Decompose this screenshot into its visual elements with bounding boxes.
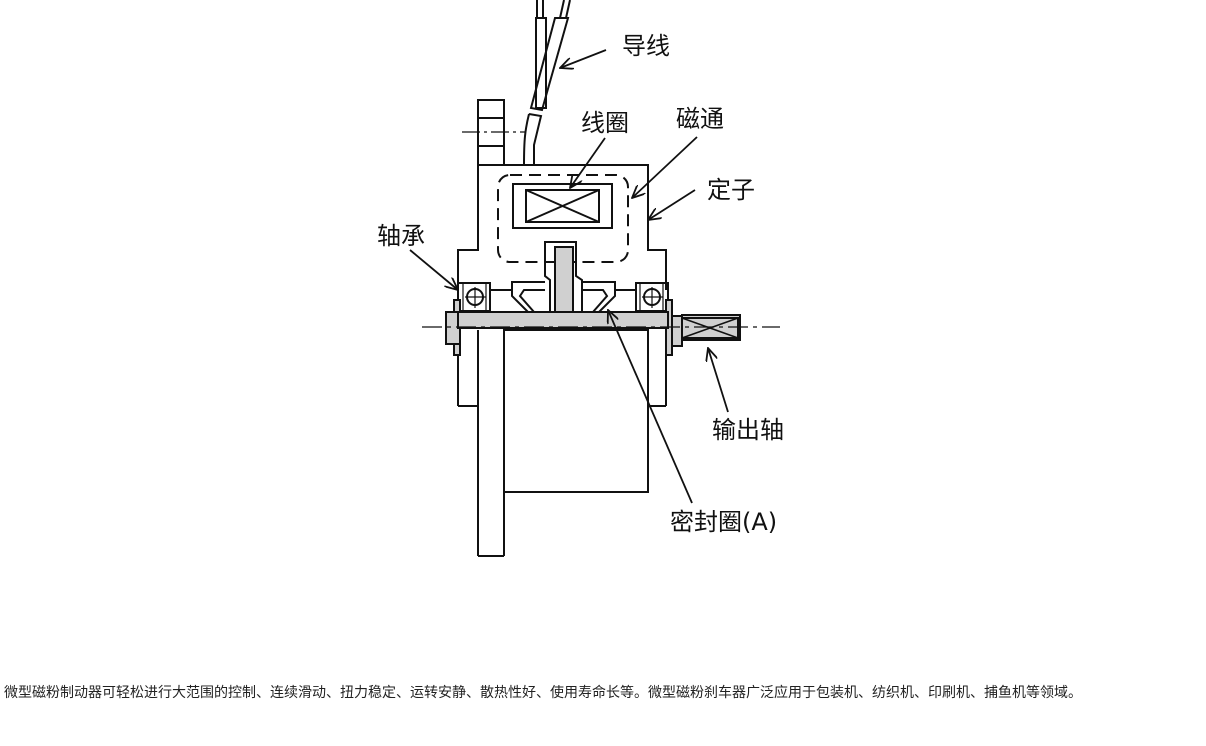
stator-arrow [648,189,696,220]
label-seal-ring: 密封圈(A) [670,508,777,536]
stator-body [457,164,667,290]
rotor [490,241,636,313]
seal-ring-arrow [608,310,693,504]
label-stator: 定子 [707,176,755,204]
label-lead-wire: 导线 [622,32,670,60]
shaft [445,311,741,347]
lead-wires [523,0,571,166]
label-output-shaft: 输出轴 [712,416,784,444]
label-bearing: 轴承 [377,222,425,250]
bearing-arrow [409,249,458,290]
lead-wire-arrow [560,49,607,68]
output-shaft-arrow [708,348,729,413]
coil-arrow [570,137,606,188]
flux-path [497,174,629,263]
description-paragraph: 微型磁粉制动器可轻松进行大范围的控制、连续滑动、扭力稳定、运转安静、散热性好、使… [4,685,1082,701]
magnetic-powder-brake-diagram: 导线 线圈 磁通 定子 轴承 输出轴 密封圈(A) [377,0,784,557]
label-coil: 线圈 [581,109,629,137]
label-magnetic-flux: 磁通 [676,105,724,133]
coil [512,183,613,229]
lower-housing [457,329,667,493]
center-lines [422,131,780,328]
flux-arrow [632,136,698,198]
